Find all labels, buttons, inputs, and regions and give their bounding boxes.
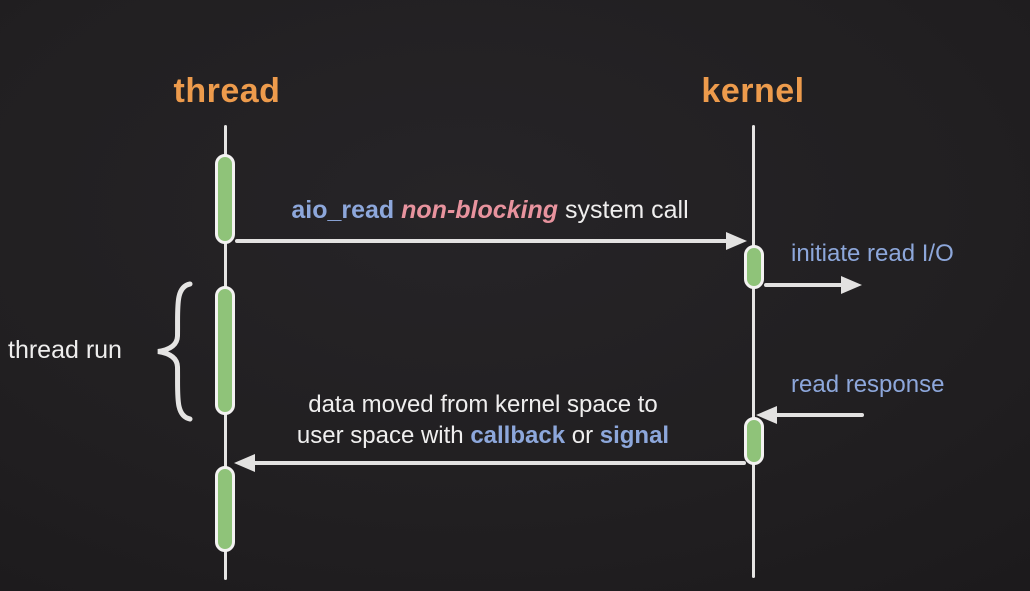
arrow-right-icon bbox=[841, 276, 862, 294]
thread-activation-bar-2 bbox=[215, 286, 235, 415]
curly-brace-icon bbox=[157, 281, 193, 422]
kernel-lifeline bbox=[752, 125, 755, 578]
kernel-activation-bar-1 bbox=[744, 245, 764, 289]
return-callback-text: callback bbox=[470, 422, 566, 449]
arrow-left-icon bbox=[756, 406, 777, 424]
return-line2-pre-text: user space with bbox=[296, 422, 471, 449]
lifeline-title-thread: thread bbox=[173, 72, 281, 110]
syscall-mode-text: non-blocking bbox=[394, 196, 559, 224]
initiate-label: initiate read I/O bbox=[791, 240, 954, 267]
arrow-right-icon bbox=[726, 232, 747, 250]
initiate-arrow-line bbox=[764, 283, 844, 287]
return-line1-text: data moved from kernel space to bbox=[308, 391, 658, 418]
return-label: data moved from kernel space to user spa… bbox=[283, 389, 683, 451]
return-signal-text: signal bbox=[599, 422, 670, 449]
syscall-label: aio_read non-blocking system call bbox=[240, 196, 740, 225]
thread-activation-bar-3 bbox=[215, 466, 235, 552]
arrow-left-icon bbox=[234, 454, 255, 472]
syscall-rest-text: system call bbox=[558, 196, 689, 224]
syscall-arrow-line bbox=[235, 239, 729, 243]
thread-activation-bar-1 bbox=[215, 154, 235, 244]
return-or-text: or bbox=[565, 422, 600, 449]
lifeline-title-kernel: kernel bbox=[701, 72, 805, 110]
thread-run-label: thread run bbox=[8, 336, 122, 364]
kernel-activation-bar-2 bbox=[744, 417, 764, 465]
read-response-label: read response bbox=[791, 371, 945, 398]
syscall-func-text: aio_read bbox=[291, 196, 395, 224]
read-response-arrow-line bbox=[774, 413, 864, 417]
return-arrow-line bbox=[252, 461, 746, 465]
